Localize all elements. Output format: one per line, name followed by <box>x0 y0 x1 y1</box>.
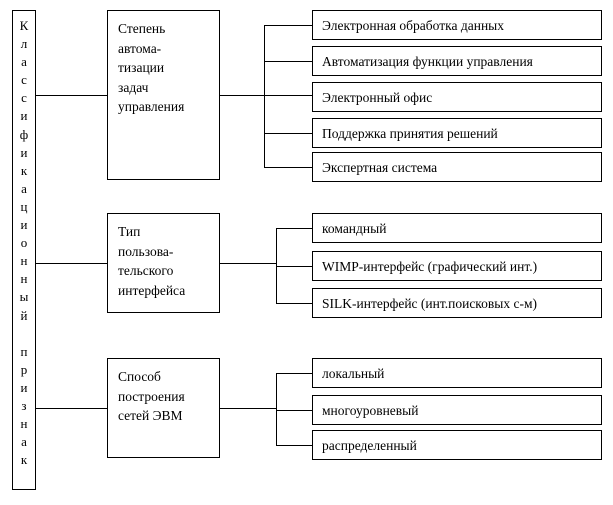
connector-0-2 <box>264 95 313 96</box>
leaf-box-2-0: локальный <box>312 358 602 388</box>
spine-letters-gap <box>22 325 25 343</box>
connector-spine-to-category-2 <box>36 408 108 409</box>
classification-attribute-box: К л а с с и ф и к а ц и о н н ы й п р и … <box>12 10 36 490</box>
leaf-box-1-2: SILK-интерфейс (инт.поисковых с-м) <box>312 288 602 318</box>
leaf-label-1-1: WIMP-интерфейс (графический инт.) <box>322 258 538 274</box>
connector-0-4 <box>264 167 313 168</box>
leaf-box-0-0: Электронная обработка данных <box>312 10 602 40</box>
leaf-box-0-1: Автоматизация функции управления <box>312 46 602 76</box>
bracket-spine-2 <box>276 373 277 445</box>
connector-2-1 <box>276 410 313 411</box>
leaf-box-0-3: Поддержка принятия решений <box>312 118 602 148</box>
bracket-spine-0 <box>264 25 265 167</box>
spine-letters-top: К л а с с и ф и к а ц и о н н ы й <box>19 18 29 323</box>
category-box-network-topology: Способ построения сетей ЭВМ <box>107 358 220 458</box>
bracket-spine-1 <box>276 228 277 303</box>
category-label-1: Тип пользова- тельского интерфейса <box>118 224 186 298</box>
connector-1-2 <box>276 303 313 304</box>
connector-spine-to-category-1 <box>36 263 108 264</box>
leaf-box-0-2: Электронный офис <box>312 82 602 112</box>
connector-category-1-stem <box>220 263 277 264</box>
category-label-0: Степень автома- тизации задач управления <box>118 21 185 114</box>
leaf-label-1-2: SILK-интерфейс (инт.поисковых с-м) <box>322 295 538 311</box>
leaf-box-2-1: многоуровневый <box>312 395 602 425</box>
connector-0-0 <box>264 25 313 26</box>
connector-0-3 <box>264 133 313 134</box>
connector-1-0 <box>276 228 313 229</box>
connector-1-1 <box>276 266 313 267</box>
leaf-box-0-4: Экспертная система <box>312 152 602 182</box>
connector-0-1 <box>264 61 313 62</box>
leaf-label-2-2: распределенный <box>322 437 417 453</box>
leaf-box-1-1: WIMP-интерфейс (графический инт.) <box>312 251 602 281</box>
leaf-label-0-4: Экспертная система <box>322 159 438 175</box>
connector-spine-to-category-0 <box>36 95 108 96</box>
leaf-label-2-1: многоуровневый <box>322 402 419 418</box>
category-box-automation: Степень автома- тизации задач управления <box>107 10 220 180</box>
leaf-label-0-0: Электронная обработка данных <box>322 17 504 33</box>
leaf-label-1-0: командный <box>322 220 387 236</box>
leaf-box-2-2: распределенный <box>312 430 602 460</box>
connector-category-2-stem <box>220 408 277 409</box>
category-box-user-interface: Тип пользова- тельского интерфейса <box>107 213 220 313</box>
category-label-2: Способ построения сетей ЭВМ <box>118 369 185 423</box>
leaf-label-0-3: Поддержка принятия решений <box>322 125 498 141</box>
leaf-label-0-1: Автоматизация функции управления <box>322 53 533 69</box>
leaf-box-1-0: командный <box>312 213 602 243</box>
leaf-label-2-0: локальный <box>322 365 385 381</box>
connector-2-2 <box>276 445 313 446</box>
spine-letters-bottom: п р и з н а к <box>20 343 28 468</box>
connector-2-0 <box>276 373 313 374</box>
leaf-label-0-2: Электронный офис <box>322 89 433 105</box>
connector-category-0-stem <box>220 95 265 96</box>
